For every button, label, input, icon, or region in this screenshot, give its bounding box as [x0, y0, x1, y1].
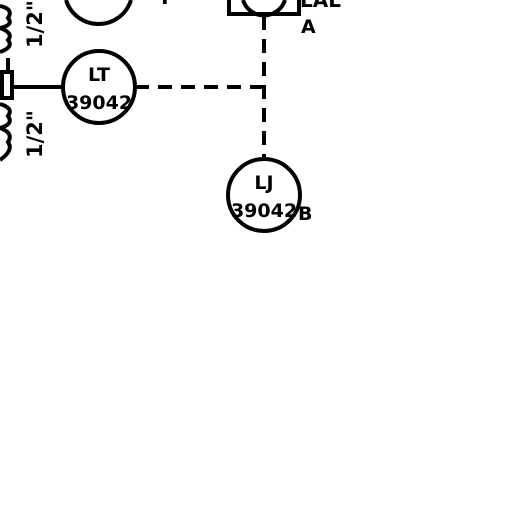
label-a: A — [301, 16, 316, 38]
instrument-lt-number: 39042 — [66, 92, 132, 114]
instrument-lj-number: 39042 — [231, 200, 297, 222]
pipe-size-lower: 1/2" — [23, 110, 47, 158]
instrument-lj-tag: LJ — [254, 172, 273, 194]
partial-instrument-bubble — [64, 0, 133, 27]
pipe-size-upper: 1/2" — [23, 0, 47, 48]
label-b: B — [298, 203, 312, 225]
partial-instrument-box — [227, 0, 301, 18]
partial-label-top-right: LAL — [300, 0, 341, 12]
instrument-lt-tag: LT — [88, 64, 110, 86]
instrument-bubble-lt[interactable]: LT 39042 — [61, 49, 137, 125]
partial-label-top-left: T — [158, 0, 172, 9]
instrument-bubble-lj[interactable]: LJ 39042 — [226, 157, 302, 233]
pipe-fitting-symbols — [0, 4, 14, 162]
